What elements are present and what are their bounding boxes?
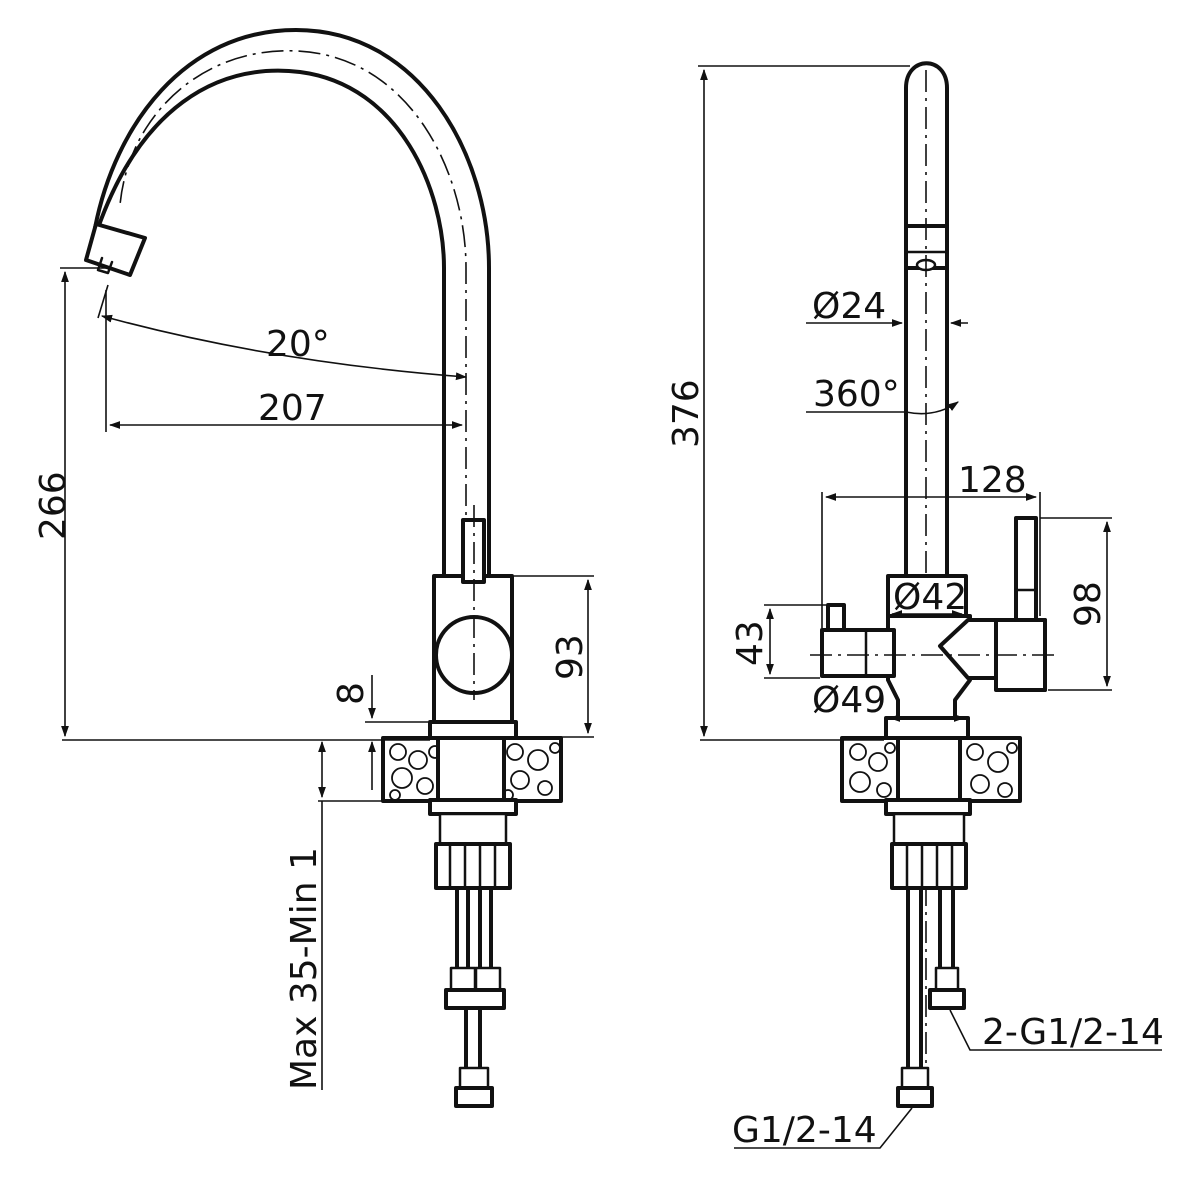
right-spout-diameter-label: Ø24	[812, 286, 886, 327]
right-front-view: 376 Ø24 360° 128 Ø42 43 98 Ø49 2-G1/2-14…	[666, 61, 1164, 1151]
left-countertop	[381, 736, 563, 816]
left-flange-label: 8	[331, 682, 372, 705]
right-body-diameter-label: Ø42	[893, 577, 967, 618]
left-spout	[84, 28, 491, 580]
right-hose-single-label: G1/2-14	[732, 1110, 877, 1151]
right-width-label: 128	[958, 460, 1027, 501]
right-base-diameter-label: Ø49	[812, 680, 886, 721]
left-height-label: 266	[33, 471, 74, 540]
right-countertop	[840, 736, 1022, 816]
left-reach-label: 207	[258, 388, 327, 429]
right-dimensions	[698, 65, 1162, 1149]
left-counter-thickness-label: Max 35-Min 1	[284, 847, 325, 1090]
right-spout	[904, 61, 949, 1070]
right-valve-height-label: 43	[730, 620, 771, 666]
right-mounting-hardware	[890, 812, 968, 1108]
left-lever-height-label: 93	[550, 634, 591, 680]
right-hose-pair-label: 2-G1/2-14	[982, 1012, 1164, 1053]
right-handle-height-label: 98	[1068, 581, 1109, 627]
left-mounting-hardware	[434, 812, 512, 1108]
right-total-height-label: 376	[666, 379, 707, 448]
left-side-view: 266 20° 207 93 8 Max 35-Min 1	[33, 28, 594, 1108]
left-angle-label: 20°	[266, 324, 330, 365]
right-rotation-label: 360°	[813, 374, 900, 415]
left-dimensions	[60, 267, 594, 1090]
